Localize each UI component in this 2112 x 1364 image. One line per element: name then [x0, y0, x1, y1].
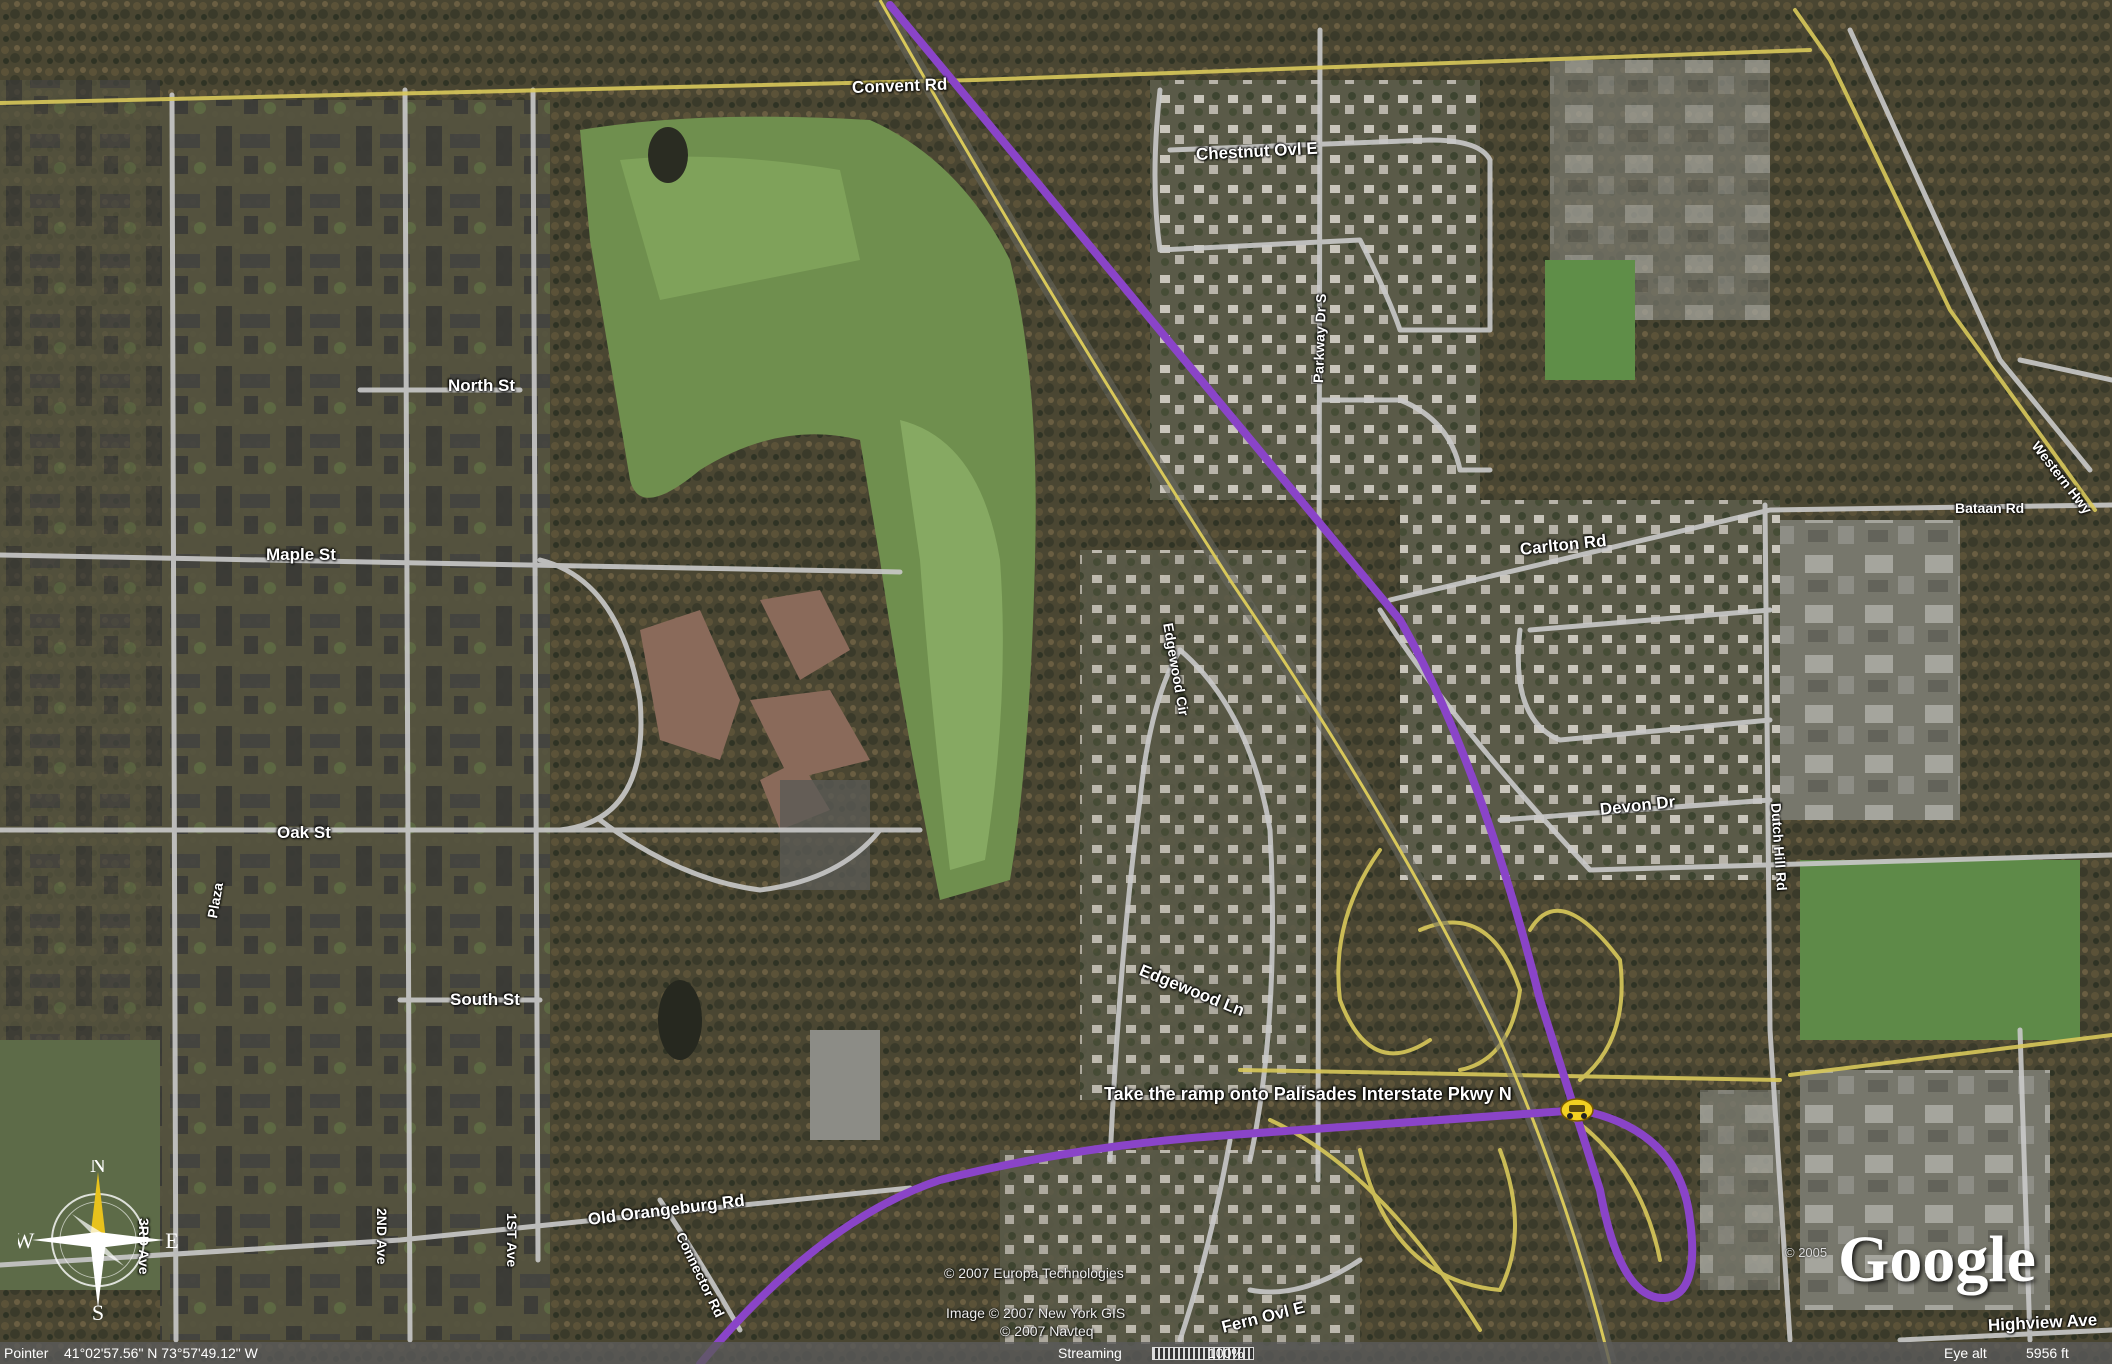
streaming-percent: 100%	[1208, 1345, 1244, 1361]
pointer-label: Pointer	[4, 1345, 49, 1361]
eye-alt-label: Eye alt	[1944, 1345, 1987, 1361]
car-icon[interactable]	[1560, 1096, 1594, 1122]
logo-year: © 2005	[1785, 1245, 1828, 1260]
streaming-progress-bar	[1152, 1347, 1254, 1360]
status-bar: Pointer 41°02'57.56" N 73°57'49.12" W St…	[0, 1342, 2112, 1364]
compass-w: W	[18, 1228, 35, 1253]
road-label-bataan-rd: Bataan Rd	[1955, 500, 2025, 516]
credit-nygis: Image © 2007 New York GIS	[946, 1305, 1126, 1321]
compass-e: E	[165, 1228, 178, 1253]
streaming-label: Streaming	[1058, 1345, 1122, 1361]
road-label-maple-st: Maple St	[266, 545, 336, 564]
compass-s: S	[92, 1300, 104, 1320]
road-label-south-st: South St	[450, 990, 520, 1009]
credit-europa: © 2007 Europa Technologies	[944, 1265, 1124, 1281]
road-label-oak-st: Oak St	[277, 823, 331, 842]
credit-navteq: © 2007 Navteq	[1000, 1323, 1094, 1339]
eye-alt-value: 5956 ft	[2026, 1345, 2069, 1361]
pointer-coordinates: 41°02'57.56" N 73°57'49.12" W	[64, 1345, 258, 1361]
road-label-1st-ave: 1ST Ave	[504, 1213, 520, 1268]
google-logo: Google	[1838, 1223, 2036, 1296]
route-instruction: Take the ramp onto Palisades Interstate …	[1104, 1084, 1512, 1104]
road-label-2nd-ave: 2ND Ave	[374, 1208, 390, 1265]
compass-rose-icon[interactable]: N S W E	[18, 1160, 178, 1320]
compass-n: N	[90, 1160, 106, 1177]
road-label-north-st: North St	[448, 376, 516, 395]
road-label-convent-rd: Convent Rd	[851, 74, 948, 97]
road-label-parkway-dr-s: Parkway Dr S	[1310, 293, 1330, 384]
